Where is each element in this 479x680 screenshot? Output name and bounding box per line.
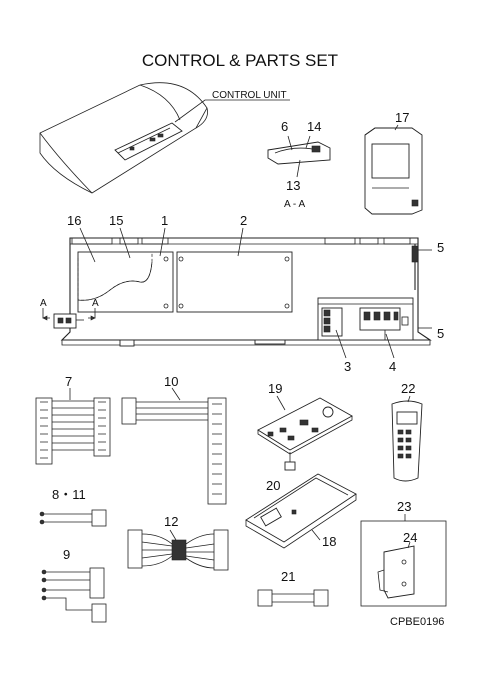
- holder-kit-frame-23: [360, 514, 447, 607]
- control-unit-box: [114, 122, 183, 161]
- pcb-panel-1: [77, 251, 174, 313]
- sensor-lead-5: [411, 244, 432, 329]
- callout-5-bottom: 5: [437, 326, 444, 341]
- wire-harness-10: [121, 397, 227, 505]
- callout-17: 17: [395, 110, 409, 125]
- callout-14: 14: [307, 119, 321, 134]
- svg-text:A: A: [40, 298, 47, 309]
- callout-16: 16: [67, 213, 81, 228]
- lead-wires-8-11: [39, 509, 107, 527]
- diagram-title: CONTROL & PARTS SET: [142, 51, 338, 70]
- callout-24: 24: [403, 530, 417, 545]
- spacer-20: [284, 452, 296, 471]
- terminal-block-assembly: [317, 297, 414, 341]
- callout-21: 21: [281, 569, 295, 584]
- callout-15: 15: [109, 213, 123, 228]
- indoor-unit-drawing: CONTROL UNIT: [39, 82, 290, 194]
- callout-2: 2: [240, 213, 247, 228]
- document-code: CPBE0196: [390, 616, 444, 628]
- section-marker-left: A: [40, 298, 50, 321]
- callout-18: 18: [322, 534, 336, 549]
- callout-8-11: 8・11: [52, 487, 86, 502]
- callout-22: 22: [401, 381, 415, 396]
- callout-3: 3: [344, 359, 351, 374]
- wire-harness-21: [257, 589, 329, 607]
- callout-12: 12: [164, 514, 178, 529]
- pcb-panel-2: [176, 251, 293, 313]
- pcb-19: [257, 397, 353, 455]
- callout-20: 20: [266, 478, 280, 493]
- callout-4: 4: [389, 359, 396, 374]
- section-a-a-label: A - A: [284, 199, 305, 210]
- callout-19: 19: [268, 381, 282, 396]
- cover-18: [245, 473, 357, 549]
- wireless-remote-22: [391, 400, 423, 482]
- remote-holder-24: [377, 541, 415, 599]
- section-marker-right: A: [88, 298, 99, 321]
- chassis-plate-drawing: [53, 237, 432, 347]
- callout-7: 7: [65, 374, 72, 389]
- callout-6: 6: [281, 119, 288, 134]
- callout-9: 9: [63, 547, 70, 562]
- callout-1: 1: [161, 213, 168, 228]
- section-a-a-drawing: [267, 135, 331, 178]
- control-unit-label: CONTROL UNIT: [212, 90, 287, 101]
- callout-23: 23: [397, 499, 411, 514]
- callout-5-top: 5: [437, 240, 444, 255]
- callout-13: 13: [286, 178, 300, 193]
- wire-harness-7: [35, 397, 111, 465]
- wire-harness-12: [127, 529, 229, 571]
- callout-10: 10: [164, 374, 178, 389]
- wired-remote-controller-drawing: [364, 124, 423, 215]
- svg-text:A: A: [92, 298, 99, 309]
- side-bracket: [53, 313, 84, 329]
- lead-wires-9: [41, 567, 107, 623]
